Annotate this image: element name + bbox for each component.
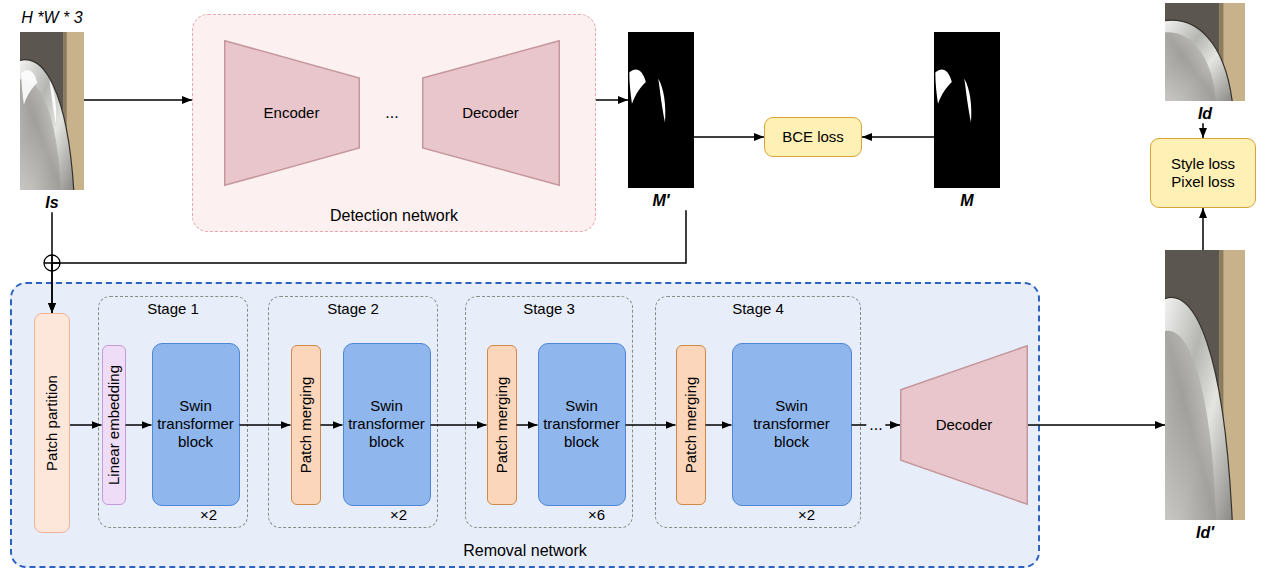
stage-group: Stage 3 ×6 Patch merging Swin transformer b… [465,296,633,528]
repeat-count: ×6 [588,506,605,524]
block-label: Swin transformer block [348,397,426,451]
layer-box: Patch merging [487,345,517,505]
process-box: BCE loss [764,117,862,157]
stage-heading: Stage 4 [656,300,860,318]
illustration-part [21,70,56,124]
image-panel: Id′ [1165,250,1245,542]
arrow-connector [862,136,934,138]
block-label: Pixel loss [1171,173,1234,191]
arrow-connector [84,99,192,101]
process-box: Swin transformer block [538,343,626,506]
repeat-count: ×2 [200,506,217,524]
group-label: Detection network [193,206,595,225]
stage-heading: Stage 3 [466,300,632,318]
ground-truth-mask [934,32,1000,188]
layer-box: Patch merging [676,345,706,505]
block-label: Swin transformer block [157,397,235,451]
layer-box: Patch merging [291,345,321,505]
arrow-connector [1028,424,1165,426]
arrow-connector [706,424,732,426]
illustration-part [44,255,60,271]
output-photo [1165,250,1245,520]
arrow-connector [626,424,676,426]
block-label: Linear embedding [105,364,123,484]
target-photo [1165,3,1245,101]
block-label: Patch merging [493,376,511,473]
stage-group: Stage 4 ×2 Patch merging Swin transformer b… [655,296,861,528]
trapezoid-shape [901,346,1028,505]
image-caption: Is [20,190,84,212]
block-label: Encoder [264,104,320,122]
image-caption: Id [1165,101,1245,123]
block-label: Style loss [1171,155,1235,173]
block-label: Patch partition [43,375,61,471]
arrow-connector [517,424,538,426]
stage-heading: Stage 2 [269,300,437,318]
illustration-part [628,32,694,188]
image-caption: M′ [628,188,694,210]
network-group: Detection network Encoder Decoder [192,14,596,232]
stage-group: Stage 1 ×2 Linear embedding Swin transforme… [98,296,248,528]
image-panel: H *W * 3Is [20,32,84,212]
block-label: Decoder [936,416,993,434]
ellipsis-label: ... [382,104,401,122]
image-panel: Id [1165,3,1245,123]
arrow-connector [321,424,343,426]
illustration-part [1165,3,1245,101]
decoder-trapezoid: Decoder [422,40,560,186]
illustration-part [1165,250,1245,520]
arrow-connector [694,136,764,138]
block-label: Swin transformer block [543,397,621,451]
image-panel: M [934,32,1000,210]
ellipsis-label: ... [866,416,885,434]
layer-box: Linear embedding [102,345,126,505]
trapezoid-shape [224,40,359,185]
decoder-trapezoid: Decoder [900,345,1028,505]
process-box: Style lossPixel loss [1150,138,1256,208]
illustration-part [20,32,84,190]
arrow-connector [52,210,686,313]
input-photo [20,32,84,190]
block-label: BCE loss [782,128,844,146]
image-caption: Id′ [1165,520,1245,542]
group-label: Removal network [12,541,1038,560]
arrow-connector [852,424,901,426]
stage-heading: Stage 1 [99,300,247,318]
block-label: Swin transformer block [737,397,847,451]
image-panel: M′ [628,32,694,210]
arrow-connector [1202,123,1204,138]
arrow-connector [596,99,628,101]
trapezoid-shape [422,40,559,185]
arrow-connector [126,424,152,426]
block-label: Patch merging [682,376,700,473]
process-box: Swin transformer block [732,343,852,506]
process-box: Swin transformer block [343,343,431,506]
sum-symbol [44,255,60,271]
block-label: Patch merging [297,376,315,473]
block-label: Decoder [462,104,519,122]
process-box: Swin transformer block [152,343,240,506]
arrow-connector [1202,208,1204,250]
repeat-count: ×2 [798,506,815,524]
arrow-connector [431,424,487,426]
arrow-connector [70,424,102,426]
image-caption: M [934,188,1000,210]
predicted-mask [628,32,694,188]
encoder-trapezoid: Encoder [224,40,360,186]
arrow-connector [51,212,53,313]
arrow-connector [240,424,291,426]
repeat-count: ×2 [390,506,407,524]
layer-box: Patch partition [34,313,70,533]
dimension-label: H *W * 3 [21,8,82,27]
illustration-part [44,255,60,271]
stage-group: Stage 2 ×2 Patch merging Swin transformer b… [268,296,438,528]
illustration-part [934,32,1000,188]
